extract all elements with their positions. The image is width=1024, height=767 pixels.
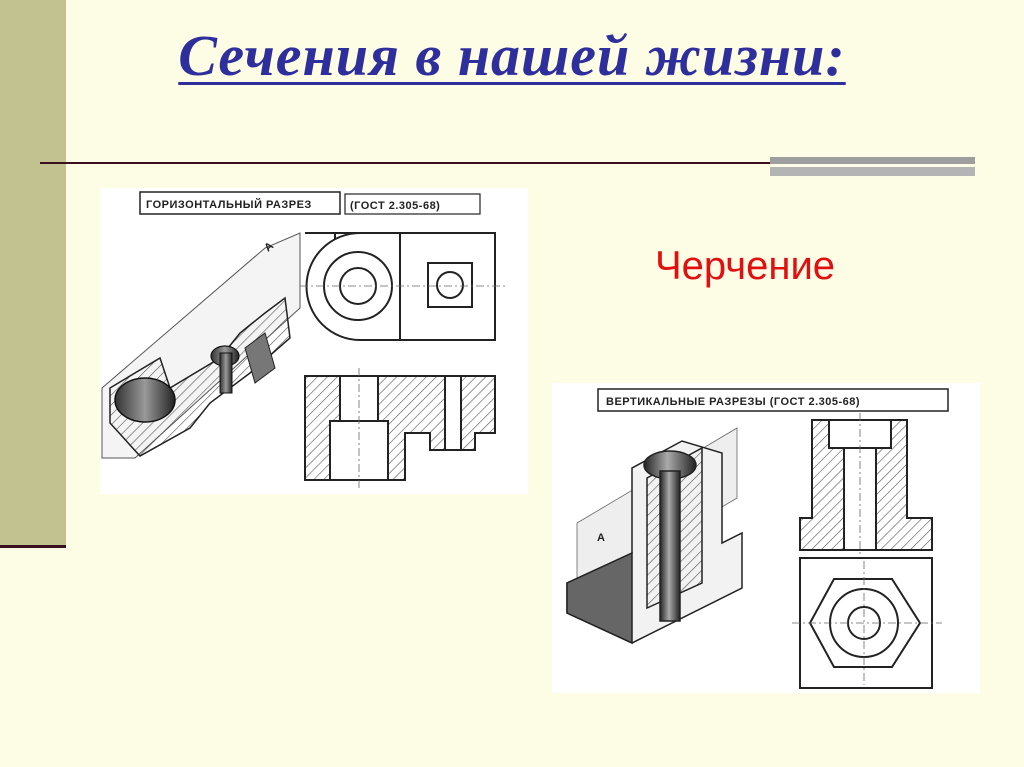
divider-accent-top <box>770 157 975 164</box>
vertical-sections-illustration: ВЕРТИКАЛЬНЫЕ РАЗРЕЗЫ (ГОСТ 2.305-68) А <box>566 388 949 689</box>
caption-box-left <box>139 191 341 215</box>
isometric-block <box>566 440 743 645</box>
top-view <box>305 232 496 341</box>
plane-label-right: А <box>597 532 605 544</box>
caption-gost-left: (ГОСТ 2.305-68) <box>350 200 440 212</box>
slide-title: Сечения в нашей жизни: <box>178 23 846 88</box>
drawing-vertical-sections: ВЕРТИКАЛЬНЫЕ РАЗРЕЗЫ (ГОСТ 2.305-68) А <box>552 383 980 693</box>
front-section-view <box>304 375 496 481</box>
horizontal-section-illustration: ГОРИЗОНТАЛЬНЫЙ РАЗРЕЗ (ГОСТ 2.305-68) А <box>101 191 505 488</box>
caption-horizontal-section: ГОРИЗОНТАЛЬНЫЙ РАЗРЕЗ <box>146 198 312 211</box>
front-vertical-section <box>799 419 933 551</box>
slide-subtitle: Черчение <box>655 244 836 288</box>
bore-shaft <box>219 352 233 394</box>
caption-vertical-sections: ВЕРТИКАЛЬНЫЕ РАЗРЕЗЫ (ГОСТ 2.305-68) <box>606 396 860 408</box>
caption-box-right <box>597 388 949 412</box>
caption-box-gost <box>344 193 481 215</box>
left-accent-bar-underline <box>0 545 66 548</box>
drawing-horizontal-section: ГОРИЗОНТАЛЬНЫЙ РАЗРЕЗ (ГОСТ 2.305-68) А <box>100 188 528 494</box>
title-divider <box>40 162 770 164</box>
slot-cutout <box>244 332 276 384</box>
cylinder-bore-large <box>114 377 176 423</box>
left-accent-bar <box>0 0 66 548</box>
divider-accent-bottom <box>770 167 975 176</box>
